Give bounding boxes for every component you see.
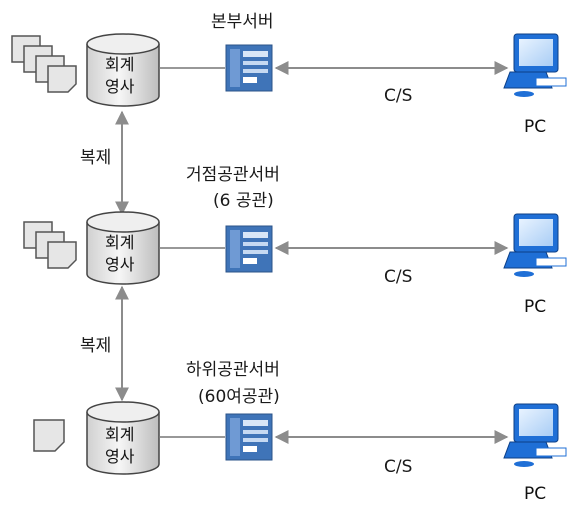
client-label: PC: [524, 297, 546, 317]
db-label-line1: 회계: [105, 55, 134, 74]
document-icon: [33, 419, 65, 452]
connection-label: C/S: [384, 457, 412, 477]
database-cylinder-icon: 회계 영사: [86, 401, 160, 475]
client-label: PC: [524, 117, 546, 137]
desktop-pc-icon: [503, 33, 567, 97]
document-stack-icon: [11, 35, 77, 93]
replication-label-2: 복제: [80, 336, 111, 356]
desktop-pc-icon: [503, 213, 567, 277]
desktop-pc-icon: [503, 403, 567, 467]
db-label-line2: 영사: [105, 255, 135, 274]
tier-headquarters: 회계 영사 본부서버 C/S PC: [11, 12, 567, 137]
server-label: 거점공관서버: [186, 165, 280, 185]
tier-regional: 회계 영사 거점공관서버 (6 공관) C/S PC: [23, 165, 567, 317]
server-sublabel: (6 공관): [213, 191, 274, 211]
client-label: PC: [524, 484, 546, 504]
server-icon: [225, 413, 273, 461]
connection-label: C/S: [384, 267, 412, 287]
server-label: 하위공관서버: [186, 360, 280, 380]
connection-label: C/S: [384, 86, 412, 106]
document-stack-icon: [23, 221, 77, 269]
database-cylinder-icon: 회계 영사: [86, 33, 160, 107]
server-label: 본부서버: [211, 12, 274, 32]
db-label-line1: 회계: [105, 233, 134, 252]
db-label-line2: 영사: [105, 447, 135, 466]
server-icon: [225, 44, 273, 92]
replication-label-1: 복제: [80, 148, 111, 168]
server-sublabel: (60여공관): [198, 387, 280, 407]
tier-subordinate: 회계 영사 하위공관서버 (60여공관) C/S PC: [33, 360, 567, 504]
db-label-line1: 회계: [105, 425, 134, 444]
server-icon: [225, 225, 273, 273]
database-cylinder-icon: 회계 영사: [86, 211, 160, 285]
db-label-line2: 영사: [105, 77, 135, 96]
